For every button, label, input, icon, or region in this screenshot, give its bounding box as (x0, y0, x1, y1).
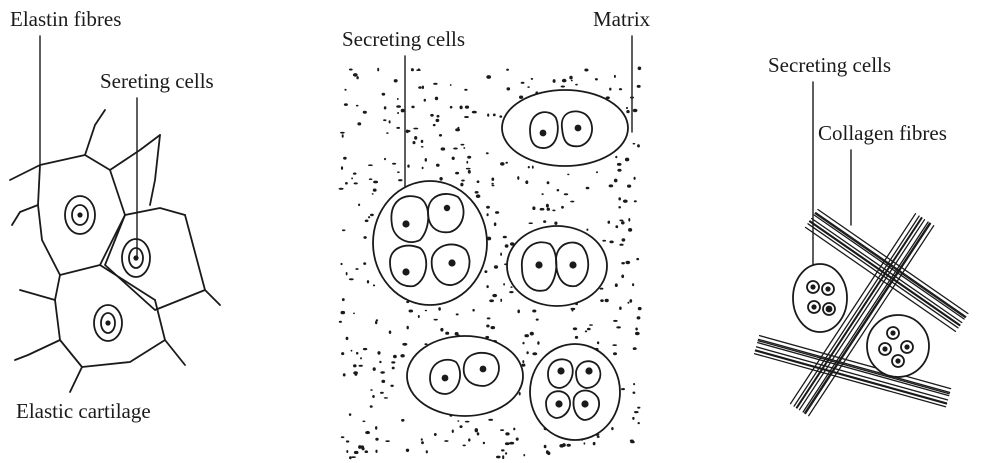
cell-upper-left (65, 196, 95, 234)
label-elastic-cartilage: Elastic cartilage (16, 399, 151, 423)
label-secreting-cells-fibrous: Secreting cells (768, 53, 891, 77)
cell-group-right (867, 315, 929, 377)
collagen-fibre-bundles (755, 210, 968, 416)
cell-group-left (793, 264, 847, 332)
label-elastin-fibres: Elastin fibres (10, 7, 121, 31)
elastin-fibre-network (10, 110, 220, 392)
cell-nest-middle-right (507, 226, 607, 306)
cell-lower (94, 305, 122, 341)
label-collagen-fibres: Collagen fibres (818, 121, 947, 145)
cell-nest-bottom-right (530, 344, 620, 440)
label-matrix: Matrix (593, 7, 651, 31)
panel-fibrous-cartilage: Secreting cells Collagen fibres (755, 53, 968, 416)
cell-nest-left (373, 181, 487, 305)
panel-elastic-cartilage: Elastin fibres Sereting cells Elastic ca… (10, 7, 220, 423)
cell-nest-top (502, 90, 628, 166)
cell-nest-bottom-left (407, 336, 523, 416)
label-secreting-cells-hyaline: Secreting cells (342, 27, 465, 51)
label-sereting-cells: Sereting cells (100, 69, 214, 93)
panel-hyaline-cartilage: Secreting cells Matrix (339, 7, 651, 459)
cell-right (122, 239, 150, 277)
